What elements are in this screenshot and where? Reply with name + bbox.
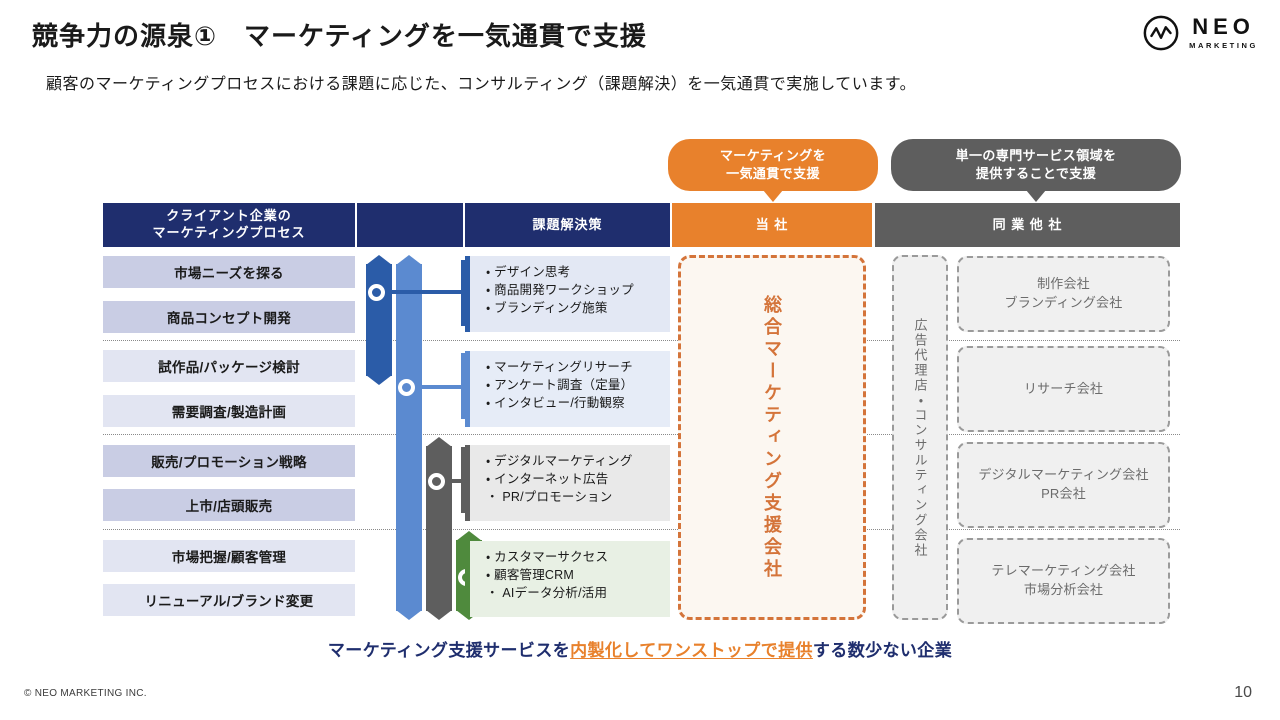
header-process: クライアント企業の マーケティングプロセス <box>103 203 355 247</box>
callout-ours: マーケティングを 一気通貫で支援 <box>668 139 878 202</box>
header-others: 同 業 他 社 <box>875 203 1180 247</box>
callout-others: 単一の専門サービス領域を 提供することで支援 <box>891 139 1181 202</box>
neo-marketing-logo: NEO MARKETING <box>1142 14 1258 52</box>
solution-box-1[interactable]: ・ デザイン思考 ・ 商品開発ワークショップ ・ ブランディング施策 <box>465 256 670 332</box>
lead-line-1 <box>379 290 465 294</box>
callout-others-pointer <box>1026 190 1046 202</box>
process-step-4[interactable]: 需要調査/製造計画 <box>103 395 355 427</box>
process-step-8[interactable]: リニューアル/ブランド変更 <box>103 584 355 616</box>
process-step-6[interactable]: 上市/店頭販売 <box>103 489 355 521</box>
process-step-7[interactable]: 市場把握/顧客管理 <box>103 540 355 572</box>
logo-name: NEO <box>1192 14 1255 40</box>
logo-tagline: MARKETING <box>1189 41 1258 51</box>
solution-box-2[interactable]: ・ マーケティングリサーチ ・ アンケート調査（定量） ・ インタビュー/行動観… <box>465 351 670 427</box>
ours-column-label: 総合マーケティング支援会社 <box>762 294 782 581</box>
bar-digital <box>426 437 452 620</box>
competitor-box-1-text: 制作会社 ブランディング会社 <box>1004 276 1123 310</box>
process-step-3[interactable]: 試作品/パッケージ検討 <box>103 350 355 382</box>
lead-end-2 <box>461 353 465 419</box>
header-process-text: クライアント企業の マーケティングプロセス <box>152 208 306 240</box>
competitor-box-3-text: デジタルマーケティング会社 PR会社 <box>978 467 1149 501</box>
logo-wordmark: NEO MARKETING <box>1189 16 1258 50</box>
bar-research <box>396 255 422 620</box>
solution-box-4[interactable]: ・ カスタマーサクセス ・ 顧客管理CRM ・ AIデータ分析/活用 <box>465 541 670 617</box>
process-step-1[interactable]: 市場ニーズを探る <box>103 256 355 288</box>
callout-ours-pointer <box>763 190 783 202</box>
node-marker-1 <box>368 284 385 301</box>
competitor-box-1[interactable]: 制作会社 ブランディング会社 <box>957 256 1170 332</box>
lead-end-1 <box>461 260 465 326</box>
caption-before: マーケティング支援サービスを <box>327 641 571 660</box>
competitor-box-2[interactable]: リサーチ会社 <box>957 346 1170 432</box>
header-ours: 当 社 <box>672 203 872 247</box>
copyright-notice: © NEO MARKETING INC. <box>24 688 147 699</box>
callout-ours-text: マーケティングを 一気通貫で支援 <box>719 148 827 181</box>
header-solution: 課題解決策 <box>465 203 670 247</box>
others-side-label: 広告代理店・コンサルティング会社 <box>912 317 928 558</box>
callout-others-text: 単一の専門サービス領域を 提供することで支援 <box>955 148 1117 181</box>
competitor-box-4[interactable]: テレマーケティング会社 市場分析会社 <box>957 538 1170 624</box>
node-marker-3 <box>428 473 445 490</box>
competitor-box-3[interactable]: デジタルマーケティング会社 PR会社 <box>957 442 1170 528</box>
competitor-box-4-text: テレマーケティング会社 市場分析会社 <box>991 563 1136 597</box>
process-step-2[interactable]: 商品コンセプト開発 <box>103 301 355 333</box>
bar-design <box>366 255 392 385</box>
others-side-panel[interactable]: 広告代理店・コンサルティング会社 <box>892 255 948 620</box>
caption-after: する数少ない企業 <box>812 641 953 660</box>
bottom-caption: マーケティング支援サービスを内製化してワンストップで提供する数少ない企業 <box>0 636 1280 661</box>
page-subtitle: 顧客のマーケティングプロセスにおける課題に応じた、コンサルティング（課題解決）を… <box>46 76 917 93</box>
header-spacer <box>357 203 463 247</box>
ours-column-panel[interactable]: 総合マーケティング支援会社 <box>678 255 866 620</box>
lead-line-3 <box>439 479 465 483</box>
caption-highlight: 内製化してワンストップで提供 <box>570 641 813 660</box>
solution-box-3[interactable]: ・ デジタルマーケティング ・ インターネット広告 ・ PR/プロモーション <box>465 445 670 521</box>
node-marker-2 <box>398 379 415 396</box>
page-number: 10 <box>1234 684 1252 701</box>
row-divider-3 <box>103 529 1180 530</box>
row-divider-1 <box>103 340 1180 341</box>
wave-circle-icon <box>1143 15 1179 51</box>
row-divider-2 <box>103 434 1180 435</box>
process-step-5[interactable]: 販売/プロモーション戦略 <box>103 445 355 477</box>
lead-line-2 <box>409 385 465 389</box>
competitor-box-2-text: リサーチ会社 <box>1023 380 1104 396</box>
lead-end-3 <box>461 447 465 513</box>
page-title: 競争力の源泉① マーケティングを一気通貫で支援 <box>32 21 647 51</box>
